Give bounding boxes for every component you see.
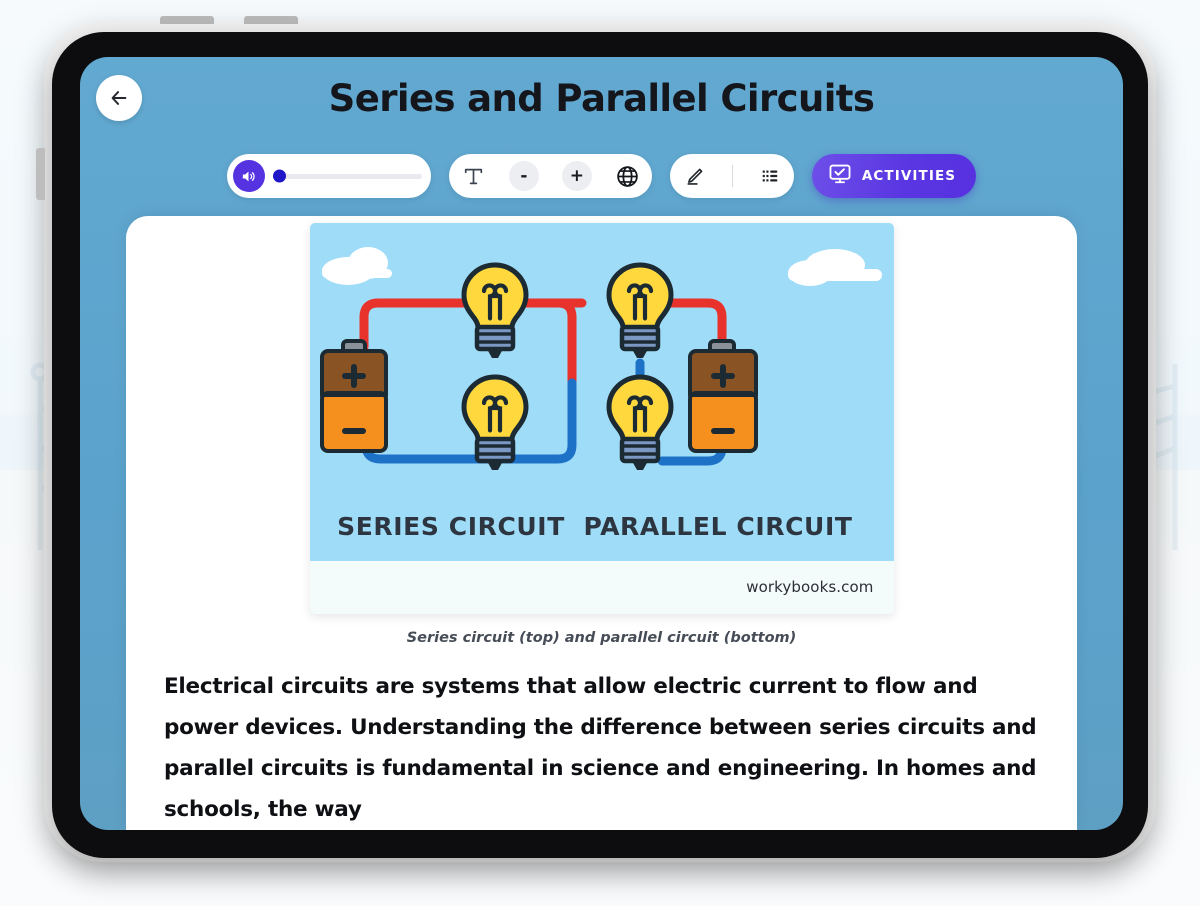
app-header: Series and Parallel Circuits (80, 57, 1123, 149)
battery-icon (687, 339, 758, 453)
page-title: Series and Parallel Circuits (328, 77, 875, 120)
globe-icon[interactable] (615, 164, 640, 189)
battery-icon (319, 339, 388, 453)
side-power-button[interactable] (36, 148, 45, 200)
volume-slider[interactable] (272, 169, 422, 183)
activities-button[interactable]: ACTIVITIES (811, 154, 977, 198)
series-circuit-group: SERIES CIRCUIT (319, 262, 586, 541)
volume-slider-thumb[interactable] (272, 169, 286, 183)
speaker-volume-icon (243, 171, 255, 181)
lesson-paragraph: Electrical circuits are systems that all… (164, 674, 1037, 822)
volume-up-button[interactable] (160, 16, 214, 24)
activities-button-label: ACTIVITIES (861, 168, 957, 184)
pencil-edit-icon[interactable] (683, 165, 706, 188)
text-settings-group: - + (448, 154, 652, 198)
light-bulb-icon (606, 374, 673, 470)
list-view-icon[interactable] (759, 165, 781, 187)
light-bulb-icon (461, 374, 528, 470)
series-circuit-label: SERIES CIRCUIT (337, 512, 565, 541)
figure-credit: workybooks.com (746, 578, 874, 596)
cloud-icon (787, 249, 882, 286)
figure-wrapper: SERIES CIRCUIT (126, 223, 1077, 646)
figure-caption: Series circuit (top) and parallel circui… (406, 630, 797, 646)
light-bulb-icon (606, 262, 673, 358)
text-format-icon[interactable] (461, 164, 486, 189)
speaker-play-button[interactable] (232, 160, 265, 192)
decrease-text-size-button[interactable]: - (508, 161, 539, 191)
audio-control-group (226, 154, 431, 198)
lesson-content-card: SERIES CIRCUIT (126, 216, 1077, 830)
circuit-diagram-svg: SERIES CIRCUIT (319, 247, 882, 541)
back-button[interactable] (96, 75, 142, 121)
toolbar: - + (80, 149, 1123, 203)
parallel-circuit-label: PARALLEL CIRCUIT (583, 512, 852, 541)
monitor-check-icon (827, 161, 853, 192)
parallel-circuit-group: PARALLEL CIRCUIT (583, 262, 852, 541)
tools-group (669, 154, 794, 198)
app-screen: Series and Parallel Circuits (80, 57, 1123, 830)
circuit-figure[interactable]: SERIES CIRCUIT (309, 223, 894, 614)
increase-text-size-button[interactable]: + (561, 161, 592, 191)
arrow-left-icon (111, 91, 127, 105)
volume-down-button[interactable] (244, 16, 298, 24)
cloud-icon (321, 247, 392, 285)
light-bulb-icon (461, 262, 528, 358)
tools-divider (731, 165, 733, 187)
